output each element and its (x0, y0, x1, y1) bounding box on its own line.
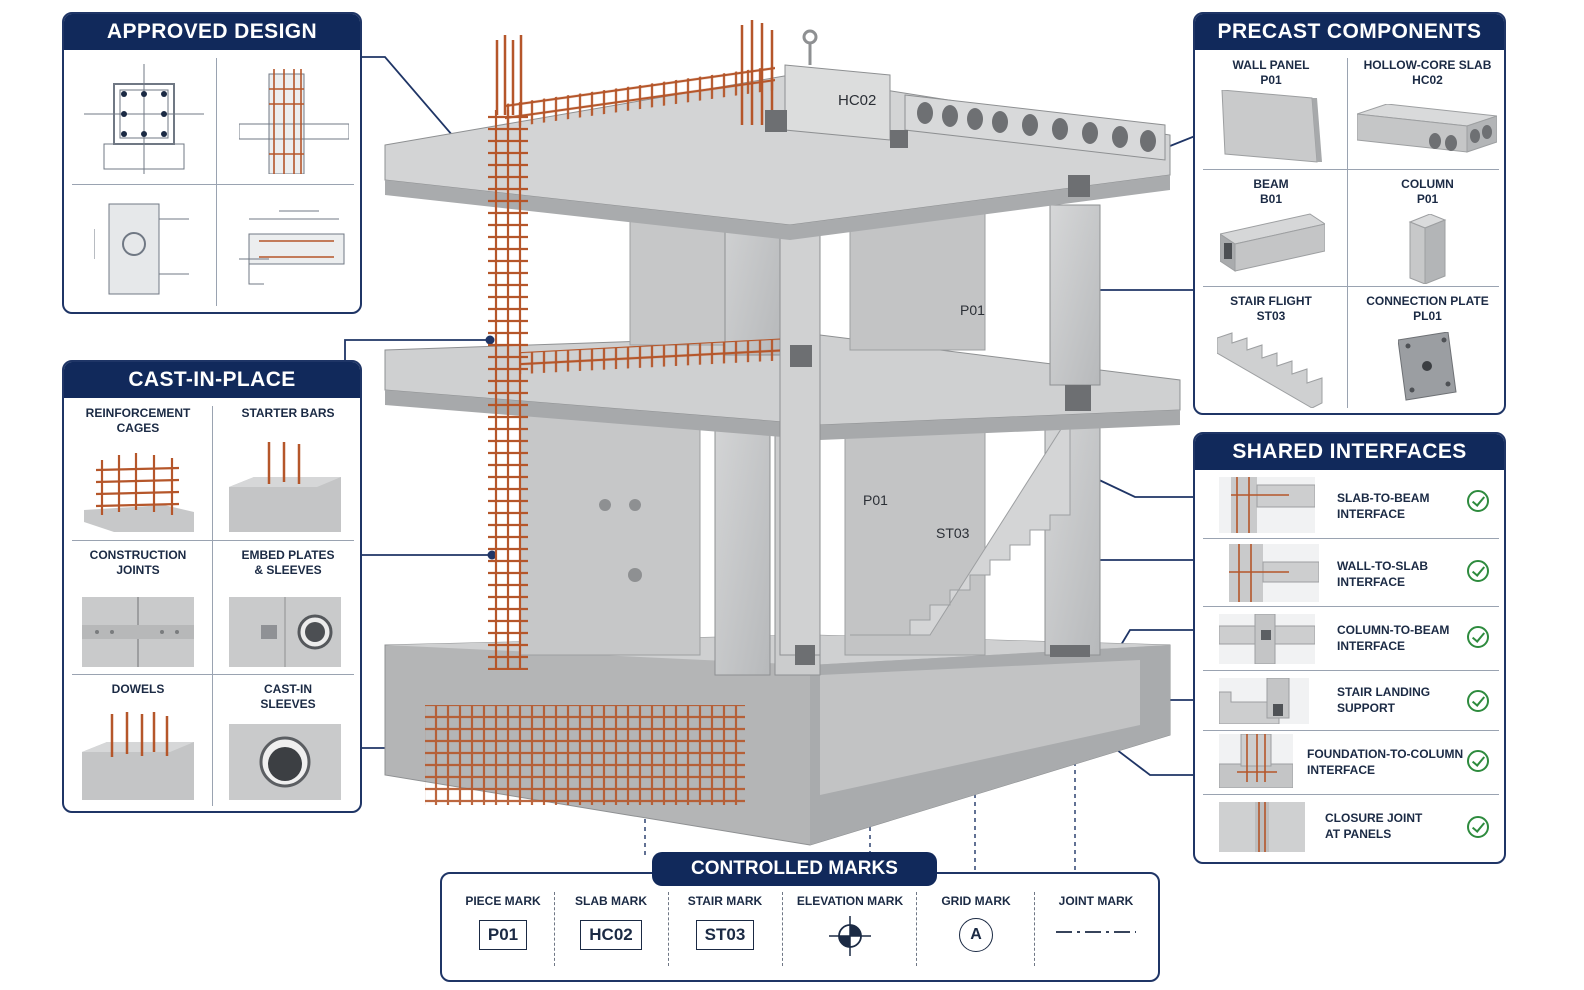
rebar-roof-beam-cage (505, 66, 775, 129)
stair-mark-box: ST03 (695, 920, 755, 950)
column-upper-right (1049, 204, 1101, 386)
precast-components-title: PRECAST COMPONENTS (1195, 14, 1504, 50)
column-to-beam-thumb (1219, 614, 1315, 664)
cip-item-dowels: DOWELS (111, 682, 165, 696)
tag-wall-lower: P01 (863, 492, 888, 508)
beam-connection-drawing (239, 210, 345, 285)
stair-landing-thumb (1219, 678, 1309, 724)
column-section-drawing (84, 64, 204, 174)
stair-flight-icon (1217, 332, 1323, 408)
mark-grid: GRID MARK A (918, 894, 1034, 952)
connection-plates (765, 110, 1091, 665)
wall-panel-icon (1221, 90, 1322, 163)
embed-plate-drawing (94, 203, 189, 295)
joint-mark-icon (1056, 931, 1136, 933)
hollow-core-slab-icon (1357, 104, 1497, 153)
sleeve-icon (229, 724, 341, 800)
mark-piece: PIECE MARK P01 (454, 894, 552, 950)
controlled-marks-panel: PIECE MARK P01 SLAB MARK HC02 STAIR MARK… (440, 872, 1160, 982)
construction-joint-icon (82, 597, 194, 667)
column-icon (1408, 214, 1447, 284)
grid-mark-bubble: A (959, 918, 993, 952)
elevation-mark-icon (829, 916, 871, 956)
rebar-floor-beam-cage (520, 338, 780, 375)
cip-item-starter-bars: STARTER BARS (241, 406, 335, 420)
check-icon (1467, 690, 1489, 712)
beam-icon (1220, 213, 1325, 272)
hollow-core-slab-hc02 (904, 94, 1166, 161)
mark-joint: JOINT MARK (1036, 894, 1156, 952)
piece-mark-box: P01 (478, 920, 528, 950)
tag-stair: ST03 (936, 525, 970, 541)
mark-elevation: ELEVATION MARK (784, 894, 916, 958)
shared-interfaces-title: SHARED INTERFACES (1195, 434, 1504, 470)
mark-stair: STAIR MARK ST03 (670, 894, 780, 950)
cip-item-embed-plates: EMBED PLATES& SLEEVES (241, 548, 335, 577)
mark-slab: SLAB MARK HC02 (556, 894, 666, 950)
foundation-to-column-thumb (1219, 734, 1293, 788)
cast-in-place-title: CAST-IN-PLACE (64, 362, 360, 398)
tag-slab: HC02 (838, 92, 876, 109)
check-icon (1467, 750, 1489, 772)
closure-joint-thumb (1219, 802, 1305, 852)
column-elevation-drawing (239, 69, 349, 174)
slab-mark-box: HC02 (580, 920, 642, 950)
approved-design-panel: APPROVED DESIGN (62, 12, 362, 314)
dowels-icon (82, 712, 194, 800)
check-icon (1467, 816, 1489, 838)
rebar-column-cage (488, 110, 528, 670)
slab-to-beam-thumb (1219, 477, 1315, 533)
stair-flight (850, 413, 1071, 636)
check-icon (1467, 626, 1489, 648)
approved-design-title: APPROVED DESIGN (64, 14, 360, 50)
tag-wall-upper: P01 (960, 302, 985, 318)
rebar-cages (488, 20, 780, 670)
rebar-cage-icon (84, 453, 194, 532)
controlled-marks-title: CONTROLLED MARKS (652, 852, 937, 886)
starter-bars-icon (229, 442, 341, 532)
embed-plate-icon (229, 597, 341, 667)
check-icon (1467, 560, 1489, 582)
building-illustration: HC02 P01 P01 ST03 (384, 20, 1181, 846)
foundation-rebar-mat (425, 705, 745, 805)
connection-plate-icon (1398, 332, 1457, 401)
check-icon (1467, 490, 1489, 512)
wall-to-slab-thumb (1229, 544, 1319, 602)
column-ground-right (1044, 394, 1101, 656)
